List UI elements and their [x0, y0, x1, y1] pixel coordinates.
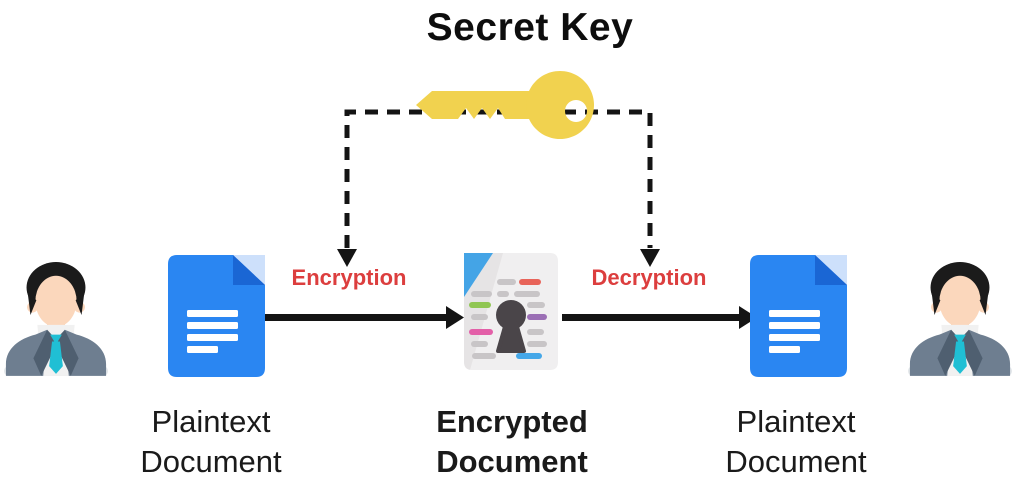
- plaintext-right-label: Plaintext Document: [676, 402, 916, 482]
- label-line: Document: [436, 444, 588, 479]
- key-shaft: [416, 91, 542, 119]
- plaintext-document-right-icon: [750, 255, 847, 377]
- keyhole-icon: [496, 300, 526, 353]
- key-distribution-dashed-line: [344, 109, 653, 248]
- doc-fold-shadow: [233, 255, 265, 285]
- page-title: Secret Key: [426, 6, 634, 49]
- encrypted-document-icon: [464, 253, 558, 370]
- enc-fold-icon: [464, 253, 493, 297]
- label-line: Document: [725, 444, 867, 479]
- avatar-lapel: [54, 329, 79, 376]
- label-line: Plaintext: [736, 404, 856, 439]
- doc-fold-shadow: [815, 255, 847, 285]
- receiver-avatar-icon: [907, 262, 1013, 376]
- decryption-dashed-arrowhead-icon: [640, 249, 660, 267]
- encryption-dashed-arrowhead-icon: [337, 249, 357, 267]
- encryption-label: Encryption: [291, 265, 407, 290]
- avatar-face: [35, 275, 77, 327]
- encrypted-label: Encrypted Document: [392, 402, 632, 482]
- avatar-suit: [5, 329, 107, 376]
- plaintext-document-left-icon: [168, 255, 265, 377]
- avatar-tie-knot: [954, 334, 966, 345]
- enc-cipher-bars: [469, 279, 547, 359]
- decryption-arrowhead-icon: [739, 306, 757, 329]
- avatar-face: [939, 275, 981, 327]
- encryption-arrowhead-icon: [446, 306, 464, 329]
- avatar-sideburn: [75, 291, 85, 316]
- label-line: Encrypted: [436, 404, 588, 439]
- plaintext-left-label: Plaintext Document: [91, 402, 331, 482]
- avatar-lapel: [958, 329, 983, 376]
- decryption-label: Decryption: [591, 265, 707, 290]
- avatar-sideburn: [931, 291, 941, 316]
- avatar-lapel: [937, 329, 962, 376]
- avatar-sideburn: [27, 291, 37, 316]
- doc-text-lines: [769, 310, 820, 353]
- doc-text-lines: [187, 310, 238, 353]
- label-line: Plaintext: [151, 404, 271, 439]
- avatar-lapel: [33, 329, 58, 376]
- key-head: [526, 71, 595, 139]
- avatar-tie: [49, 341, 63, 374]
- avatar-suit: [909, 329, 1011, 376]
- avatar-sideburn: [979, 291, 989, 316]
- secret-key-icon: [416, 71, 595, 139]
- sender-avatar-icon: [3, 262, 109, 376]
- avatar-tie: [953, 341, 967, 374]
- label-line: Document: [140, 444, 282, 479]
- avatar-tie-knot: [50, 334, 62, 345]
